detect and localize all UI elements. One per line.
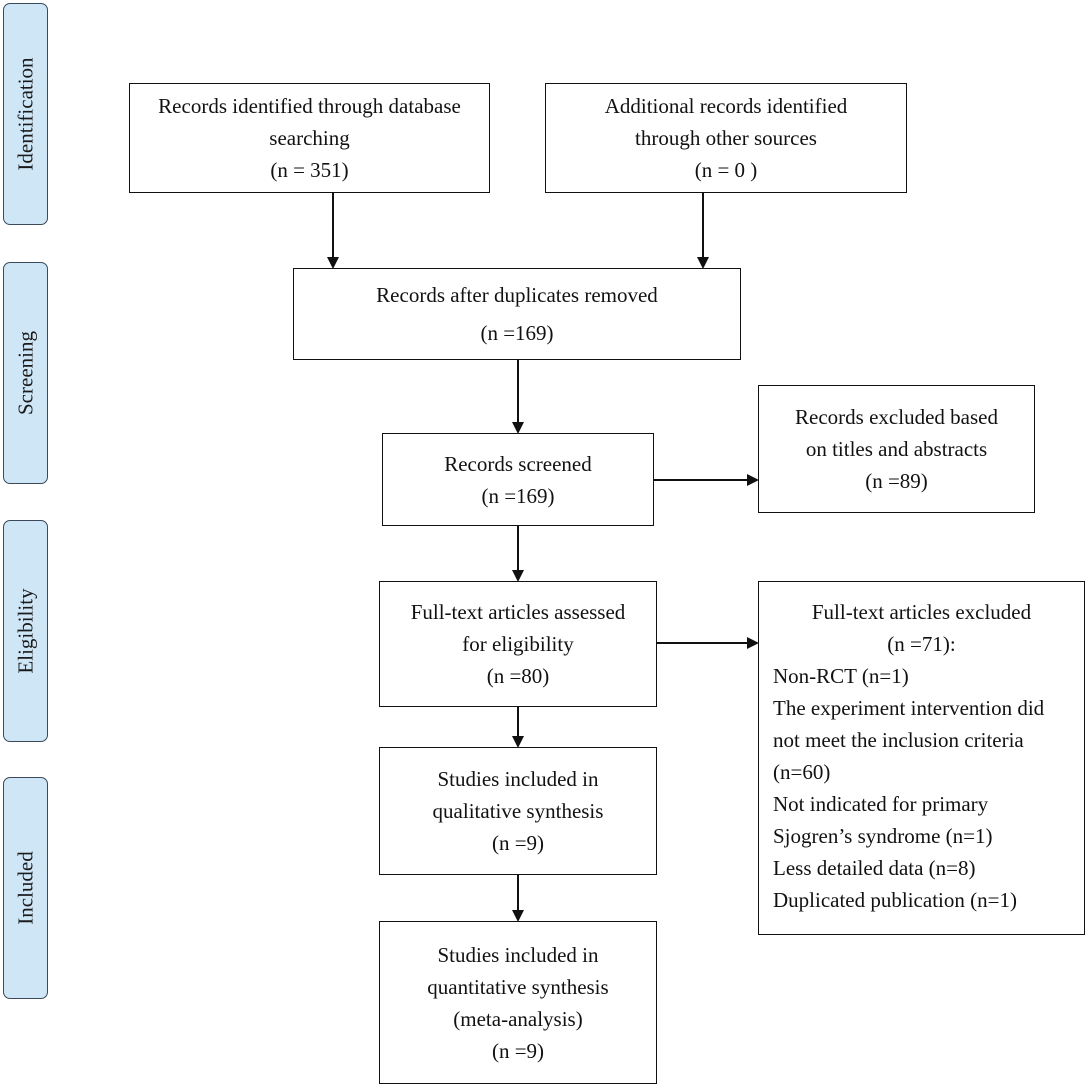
box-line: searching: [269, 126, 350, 150]
box-line: (n =89): [865, 469, 928, 493]
exclusion-reason: (n=60): [773, 760, 831, 784]
box-line: qualitative synthesis: [432, 799, 604, 823]
records-screened-box: Records screened (n =169): [382, 433, 654, 526]
box-line: (n =80): [486, 664, 550, 688]
box-heading: Full-text articles excluded: [811, 600, 1032, 624]
box-line: (n =9): [491, 831, 545, 855]
box-line: Studies included in: [437, 942, 599, 967]
qualitative-synthesis-box: Studies included in qualitative synthesi…: [379, 747, 657, 875]
box-line: Records after duplicates removed: [376, 283, 658, 307]
box-line: (n =169): [480, 321, 554, 345]
box-line: (meta-analysis): [453, 1006, 583, 1031]
box-line: Records screened: [444, 451, 592, 476]
exclusion-reason: Non-RCT (n=1): [773, 664, 909, 688]
duplicates-removed-box: Records after duplicates removed (n =169…: [293, 268, 741, 360]
stage-identification: Identification: [3, 3, 48, 225]
exclusion-reason: Sjogren’s syndrome (n=1): [773, 824, 993, 848]
full-text-assessed-box: Full-text articles assessed for eligibil…: [379, 581, 657, 707]
exclusion-reason: Duplicated publication (n=1): [773, 888, 1017, 912]
excluded-titles-box: Records excluded based on titles and abs…: [758, 385, 1035, 513]
database-search-box: Records identified through database sear…: [129, 83, 490, 193]
box-line: on titles and abstracts: [805, 437, 988, 461]
box-line: Studies included in: [437, 767, 599, 791]
exclusion-reason: Not indicated for primary: [773, 792, 989, 816]
box-line: quantitative synthesis: [427, 974, 609, 999]
box-line: (n = 0 ): [694, 158, 758, 182]
box-line: Records identified through database: [158, 94, 461, 118]
box-line: through other sources: [635, 126, 817, 150]
exclusion-reason: not meet the inclusion criteria: [773, 728, 1024, 752]
other-sources-box: Additional records identified through ot…: [545, 83, 907, 193]
box-line: for eligibility: [462, 632, 574, 656]
stage-screening: Screening: [3, 262, 48, 484]
box-line: (n =169): [481, 483, 555, 508]
stage-eligibility: Eligibility: [3, 520, 48, 742]
box-line: (n = 351): [270, 158, 349, 182]
box-line: Records excluded based: [795, 405, 998, 429]
box-count: (n =71):: [887, 632, 956, 656]
exclusion-reason: Less detailed data (n=8): [773, 856, 976, 880]
exclusion-reason: The experiment intervention did: [773, 696, 1045, 720]
box-line: Additional records identified: [604, 94, 848, 118]
box-line: (n =9): [491, 1038, 545, 1063]
box-line: Full-text articles assessed: [410, 600, 626, 624]
stage-included: Included: [3, 777, 48, 999]
